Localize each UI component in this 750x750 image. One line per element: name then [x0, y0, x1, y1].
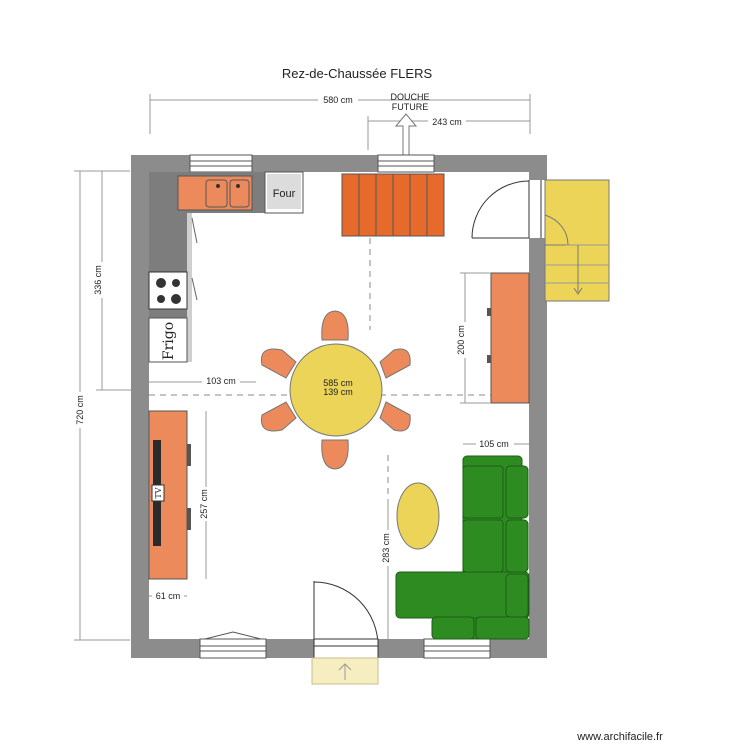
dimension-top-width: 580 cm: [149, 93, 531, 134]
cooktop: [148, 271, 188, 310]
window-top-right: [377, 154, 435, 173]
dining-chairs: [260, 310, 411, 470]
dimension-257: 257 cm: [199, 411, 213, 579]
door-right: [471, 180, 542, 239]
dim-label-720: 720 cm: [75, 395, 85, 425]
oven: Four: [264, 171, 304, 214]
dim-label-105: 105 cm: [479, 439, 509, 449]
dim-label-243: 243 cm: [432, 117, 462, 127]
dim-label-336: 336 cm: [93, 265, 103, 295]
douche-label-2: FUTURE: [392, 102, 429, 112]
fridge: Frigo: [148, 317, 188, 363]
dimension-61: 61 cm: [149, 590, 187, 602]
dim-label-61: 61 cm: [156, 591, 181, 601]
dim-label-200: 200 cm: [456, 325, 466, 355]
douche-label-1: DOUCHE: [390, 92, 429, 102]
doormat: [311, 657, 379, 685]
dim-label-580: 580 cm: [323, 95, 353, 105]
staircase-exterior: [544, 179, 610, 302]
dimension-200: 200 cm: [456, 272, 491, 404]
dimension-left-upper: 336 cm: [93, 171, 150, 391]
tv: TV: [151, 484, 165, 502]
dim-label-257: 257 cm: [199, 489, 209, 519]
plan-title: Rez-de-Chaussée FLERS: [282, 66, 433, 81]
entrance-door: [313, 581, 379, 659]
coffee-table: [396, 482, 440, 550]
sofa: [395, 455, 530, 640]
dimension-top-right: 243 cm: [367, 115, 530, 150]
dimension-283: 283 cm: [381, 500, 395, 639]
dim-label-103: 103 cm: [206, 376, 236, 386]
dining-table: [289, 343, 383, 437]
dimension-left-full: 720 cm: [73, 170, 130, 641]
interior-stairs: [341, 173, 445, 237]
dim-label-283: 283 cm: [381, 533, 391, 563]
fridge-label: Frigo: [161, 322, 177, 360]
dim-label-139: 139 cm: [323, 387, 353, 397]
tv-label: TV: [154, 487, 163, 498]
sideboard: [487, 272, 530, 404]
window-bottom-left: [199, 631, 267, 659]
dim-label-585: 585 cm: [323, 378, 353, 388]
watermark: www.archifacile.fr: [576, 731, 663, 743]
sink: [177, 175, 253, 211]
dimension-103: 103 cm: [149, 375, 256, 387]
dimension-105: 105 cm: [463, 437, 529, 449]
walls: [131, 155, 547, 658]
oven-label: Four: [273, 188, 296, 200]
